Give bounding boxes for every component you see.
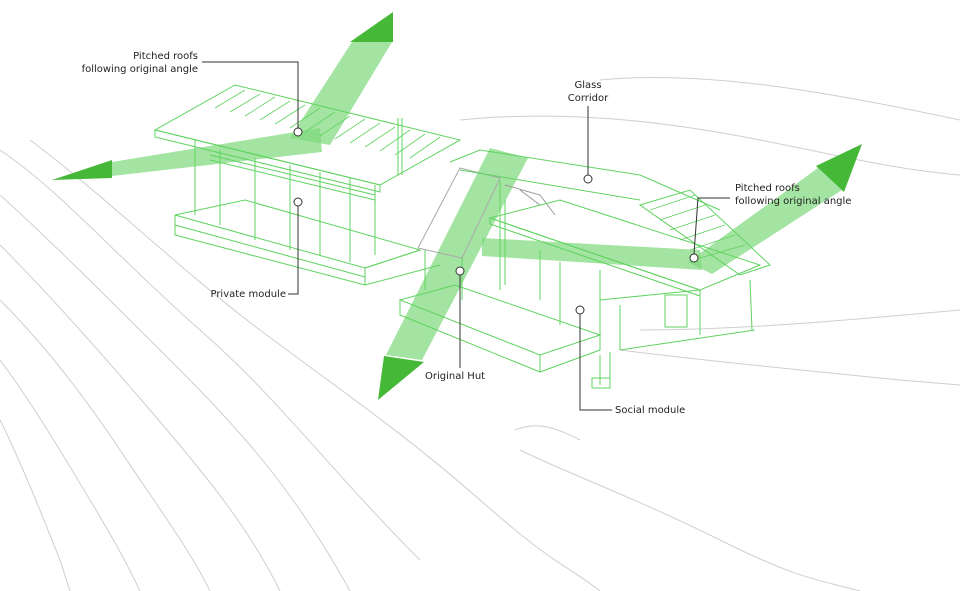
label-line: Glass [574,80,602,91]
band-right-a [482,238,702,270]
building [153,84,771,389]
label-line: Pitched roofs [735,183,800,194]
label-social-module: Social module [615,405,686,416]
leader-private-module [288,206,299,295]
band-down [386,148,528,360]
label-original-hut: Original Hut [425,371,486,382]
leader-social-module [579,314,612,411]
label-line: Corridor [567,93,609,104]
arrowheads [52,12,862,400]
arrowhead-south-icon [378,356,424,400]
label-glass-corridor: Glass Corridor [548,79,628,105]
leader-pitched-roofs-left [202,61,299,128]
orientation-bands [112,42,842,360]
arrowhead-north-icon [350,12,393,42]
band-up [290,42,392,145]
arrowhead-west-icon [52,160,112,180]
arrowhead-east-icon [816,144,862,192]
label-pitched-roofs-right: Pitched roofs following original angle [735,182,851,208]
terrain-contours [0,76,960,591]
label-line: Pitched roofs [133,51,198,62]
leader-pitched-roofs-right [693,197,730,255]
label-pitched-roofs-left: Pitched roofs following original angle [60,50,198,76]
label-private-module: Private module [210,289,286,300]
band-right-b [688,168,842,274]
leader-lines [202,61,730,411]
label-line: following original angle [735,196,852,207]
label-line: following original angle [81,64,198,75]
